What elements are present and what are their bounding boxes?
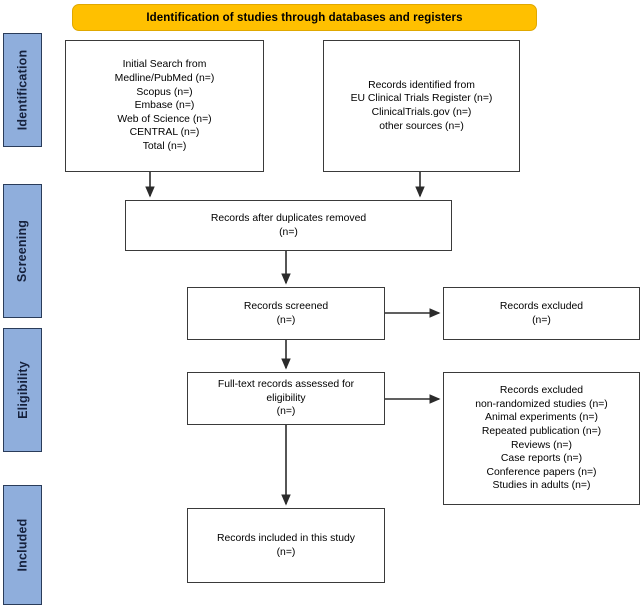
node-duplicates-removed: Records after duplicates removed (n=) <box>125 200 452 251</box>
stage-label-included-text: Included <box>15 518 30 572</box>
stage-label-included: Included <box>3 485 42 605</box>
stage-label-eligibility: Eligibility <box>3 328 42 452</box>
node-records-included-text: Records included in this study (n=) <box>216 532 356 558</box>
stage-label-identification: Identification <box>3 33 42 147</box>
stage-label-eligibility-text: Eligibility <box>15 361 30 419</box>
node-fulltext-excluded-text: Records excluded non-randomized studies … <box>475 385 608 492</box>
node-fulltext-assessed: Full-text records assessed for eligibili… <box>187 372 385 425</box>
stage-label-screening: Screening <box>3 184 42 318</box>
node-databases-search-text: Initial Search from Medline/PubMed (n=) … <box>114 59 215 152</box>
node-records-screened-text: Records screened (n=) <box>243 300 329 326</box>
node-databases-search: Initial Search from Medline/PubMed (n=) … <box>65 40 264 172</box>
node-registers-identified-text: Records identified from EU Clinical Tria… <box>350 79 493 132</box>
node-fulltext-excluded: Records excluded non-randomized studies … <box>443 372 640 505</box>
stage-label-identification-text: Identification <box>15 49 30 131</box>
node-fulltext-assessed-text: Full-text records assessed for eligibili… <box>217 379 355 418</box>
banner-title: Identification of studies through databa… <box>146 11 463 24</box>
node-records-included: Records included in this study (n=) <box>187 508 385 583</box>
diagram-banner: Identification of studies through databa… <box>72 4 537 31</box>
stage-label-screening-text: Screening <box>15 219 30 283</box>
node-registers-identified: Records identified from EU Clinical Tria… <box>323 40 520 172</box>
node-records-excluded: Records excluded (n=) <box>443 287 640 340</box>
node-records-excluded-text: Records excluded (n=) <box>499 300 584 326</box>
node-duplicates-removed-text: Records after duplicates removed (n=) <box>210 212 367 238</box>
node-records-screened: Records screened (n=) <box>187 287 385 340</box>
